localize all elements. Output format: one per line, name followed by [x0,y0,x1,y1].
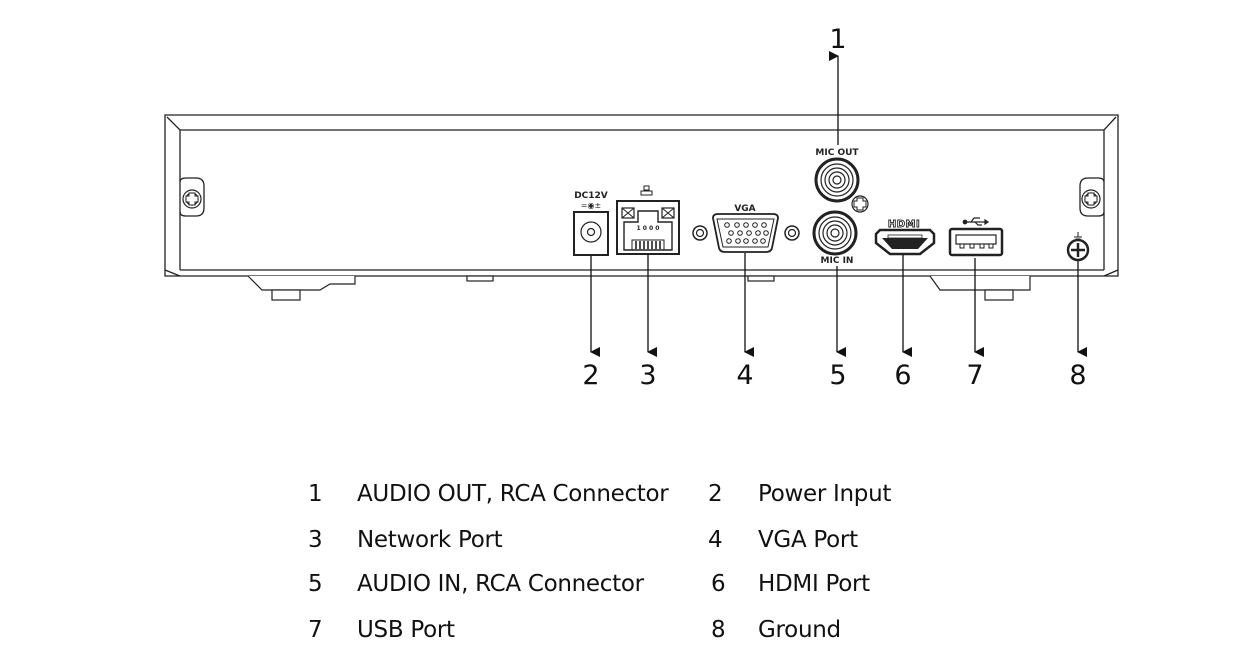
power-port-label: DC12V [574,191,608,201]
network-icon [640,185,653,196]
hdmi-logo: HDMI [888,219,920,230]
screw-icon [851,195,869,213]
legend-text: Power Input [758,481,892,507]
usb-icon [962,217,990,226]
dc-polarity-icon: =◉± [581,201,601,210]
network-port: 1 0 0 0 [616,185,680,255]
callout-number: 8 [1069,360,1086,391]
legend-text: Network Port [357,527,503,553]
mic-in-port: MIC IN [812,210,858,266]
chassis-feet [247,275,1031,301]
legend-text: AUDIO IN, RCA Connector [357,571,644,597]
mic-out-port: MIC OUT [814,148,860,203]
mic-out-label: MIC OUT [815,148,859,158]
callout-number: 7 [966,360,983,391]
svg-text:1 0 0 0: 1 0 0 0 [637,225,660,232]
callout-number: 2 [582,360,599,391]
callout-lines [590,51,1087,357]
legend-number: 2 [708,481,723,507]
legend-text: AUDIO OUT, RCA Connector [357,481,669,507]
callout-numbers: 1 2 3 4 5 6 7 8 [582,24,1086,391]
callout-number: 5 [829,360,846,391]
legend-number: 8 [711,617,726,643]
callout-number: 4 [736,360,753,391]
legend-text: USB Port [357,617,455,643]
legend-number: 3 [308,527,323,553]
legend-text: Ground [758,617,841,643]
vga-port-label: VGA [734,204,755,214]
vga-port: VGA [692,204,800,253]
screw-icon [1081,189,1101,209]
ground-terminal [1066,232,1090,262]
callout-number: 6 [894,360,911,391]
legend-number: 4 [708,527,723,553]
legend-number: 1 [308,481,323,507]
legend-text: VGA Port [758,527,858,553]
callout-number: 3 [639,360,656,391]
mic-in-label: MIC IN [821,256,854,266]
legend-number: 7 [308,617,323,643]
legend-number: 6 [711,571,726,597]
legend-number: 5 [308,571,323,597]
hdmi-port: HDMI [874,219,936,256]
legend-text: HDMI Port [758,571,870,597]
usb-port [948,217,1004,257]
screw-icon [182,189,202,209]
power-port: DC12V =◉± [573,191,609,256]
callout-number: 1 [829,24,846,55]
